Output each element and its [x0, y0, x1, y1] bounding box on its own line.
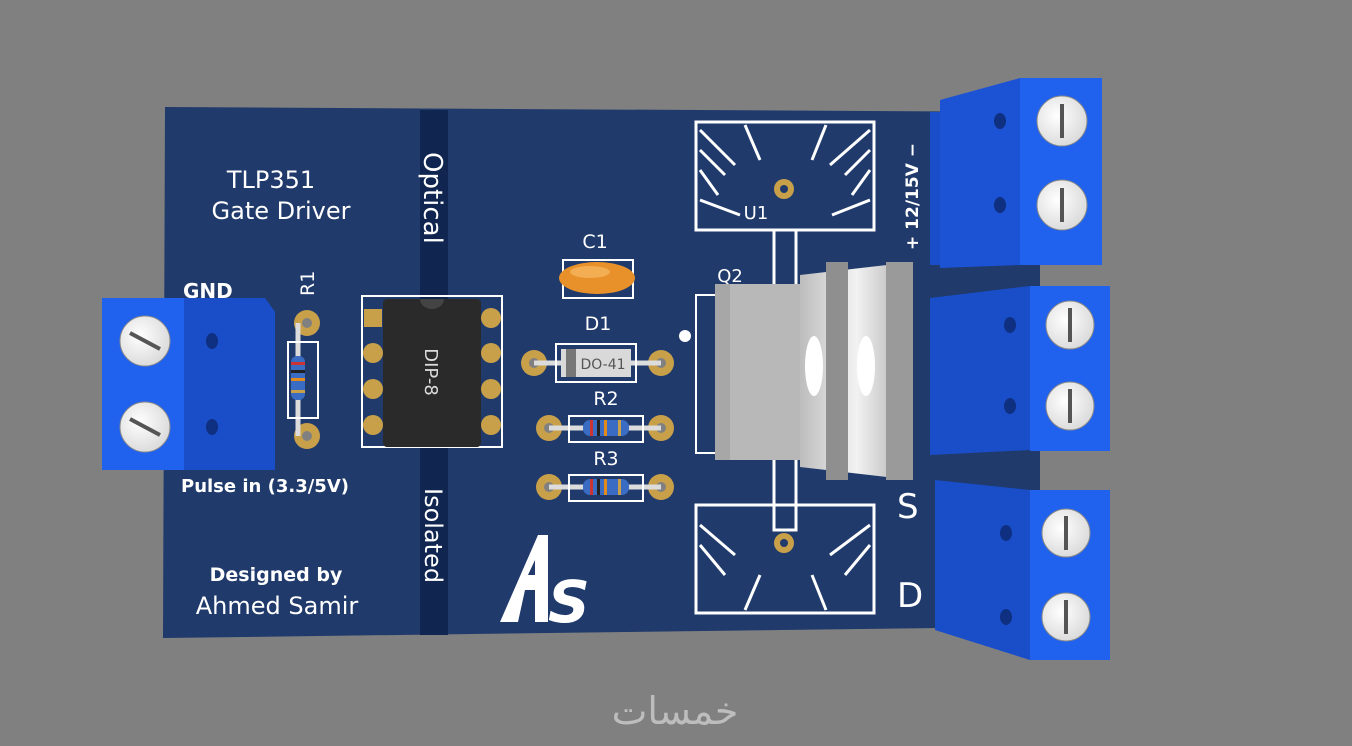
designed-by-label: Designed by [210, 564, 343, 586]
c1-label: C1 [582, 231, 607, 253]
u1-label: U1 [744, 203, 769, 224]
resistor-r1 [287, 310, 320, 449]
transistor-q2 [695, 262, 913, 480]
terminal-block-gate [930, 286, 1110, 455]
d1-label: D1 [585, 313, 612, 335]
isolated-label: Isolated [419, 488, 447, 583]
terminal-block-power [930, 78, 1102, 268]
ic-package-label: DIP-8 [420, 348, 441, 396]
ic-dip8: DIP-8 [361, 295, 503, 448]
terminal-block-input [102, 298, 275, 470]
svg-text:S: S [548, 568, 590, 636]
capacitor-c1 [559, 259, 635, 299]
resistor-r3 [536, 474, 674, 502]
watermark-logo: خمسات [611, 689, 739, 733]
pulse-in-label: Pulse in (3.3/5V) [181, 476, 349, 497]
resistor-r2 [536, 415, 674, 443]
power-label: + 12/15V − [903, 143, 923, 250]
diode-package-label: DO-41 [580, 357, 625, 373]
as-logo: AS S [500, 535, 590, 636]
source-label: S [897, 487, 919, 527]
title-line-1: TLP351 [226, 166, 315, 194]
r1-label: R1 [297, 271, 319, 296]
designer-name: Ahmed Samir [196, 592, 359, 620]
drain-label: D [897, 576, 923, 616]
heatsink-bottom-outline [694, 503, 876, 615]
pin1-marker [679, 330, 691, 342]
title-line-2: Gate Driver [212, 197, 351, 225]
r3-label: R3 [593, 448, 618, 470]
optical-label: Optical [417, 152, 447, 244]
r2-label: R2 [593, 388, 618, 410]
q2-label: Q2 [717, 266, 743, 287]
diode-d1: DO-41 [521, 343, 674, 383]
terminal-block-output [935, 480, 1110, 660]
